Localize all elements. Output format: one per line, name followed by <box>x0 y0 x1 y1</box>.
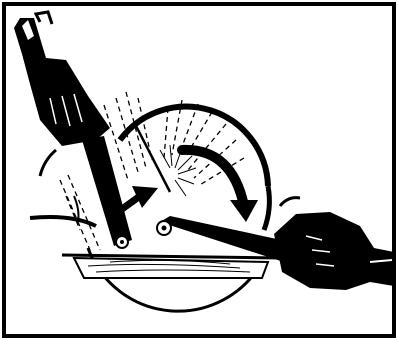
upper-clamp-arm-icon <box>82 136 132 248</box>
wood-workpiece-icon <box>62 255 280 278</box>
right-hand-icon <box>274 198 394 290</box>
rotation-arrow-icon <box>182 150 258 222</box>
push-arrow-icon <box>118 186 158 212</box>
pivot-arrow-icon <box>30 196 96 226</box>
